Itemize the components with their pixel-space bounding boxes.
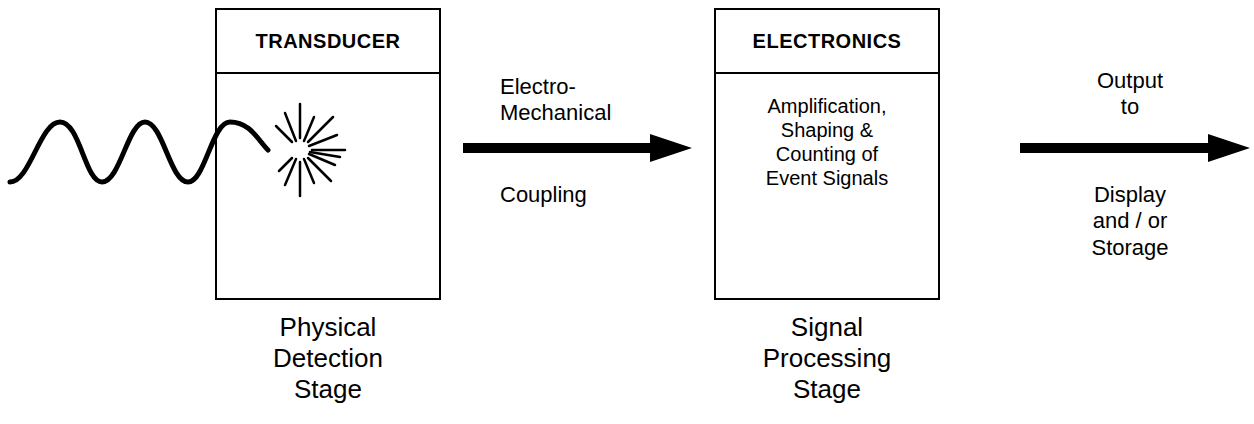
box-heading: ELECTRONICS (716, 10, 938, 74)
arrow-head (650, 134, 692, 162)
incident-wave (10, 122, 268, 182)
output-arrow-head (1208, 134, 1250, 162)
output-label: Output to (1085, 68, 1175, 121)
electronics-box: ELECTRONICS Amplification, Shaping & Coun… (714, 8, 940, 300)
box-heading: TRANSDUCER (217, 10, 439, 74)
interaction-burst (276, 104, 345, 196)
arrow-shaft (463, 143, 654, 153)
destination-label: Display and / or Storage (1075, 182, 1185, 261)
stage-caption: Physical Detection Stage (243, 312, 413, 406)
coupling-arrow (463, 134, 692, 162)
transducer-box: TRANSDUCERPhysical Detection Stage (215, 8, 441, 300)
stage-caption: Signal Processing Stage (742, 312, 912, 406)
coupling-label: Coupling (500, 182, 630, 208)
output-arrow-shaft (1020, 143, 1212, 153)
box-body-text: Amplification, Shaping & Counting of Eve… (757, 94, 897, 190)
coupling-label: Electro- Mechanical (500, 74, 630, 127)
output-arrow (1020, 134, 1250, 162)
